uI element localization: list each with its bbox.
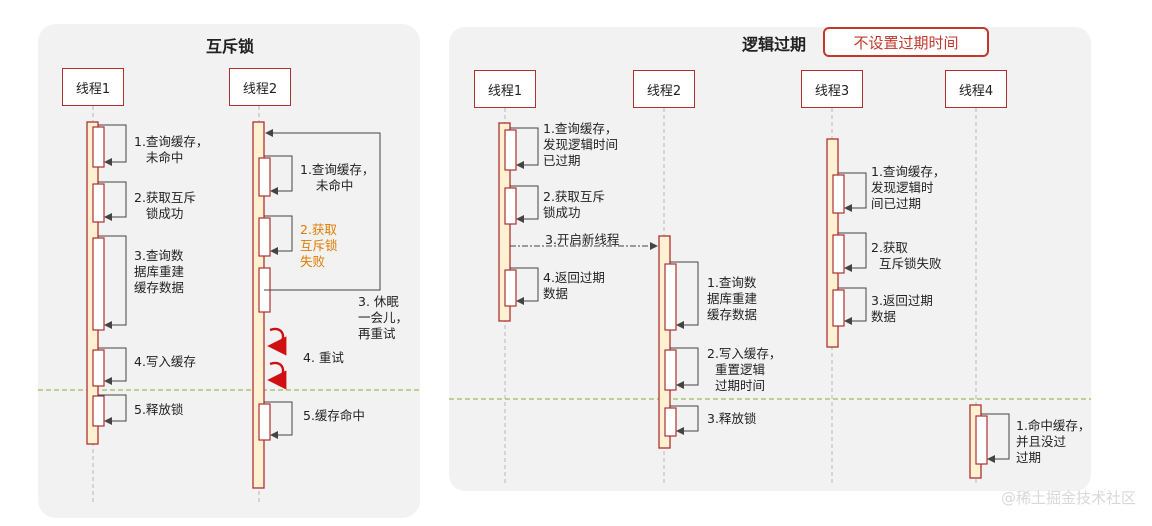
right-t2-step2: 2.写入缓存， 重置逻辑 过期时间: [707, 346, 782, 393]
thread-box-left-2: 线程2: [229, 68, 291, 106]
right-t1-step3: 3.开启新线程: [545, 232, 620, 247]
left-t1-step3: 3.查询数 据库重建 缓存数据: [134, 248, 185, 295]
left-t1-step4: 4.写入缓存: [134, 354, 196, 369]
step-boxes: [92, 126, 988, 465]
left-t2-step1: 1.查询缓存， 未命中: [300, 162, 375, 193]
mutex-title: 互斥锁: [206, 37, 255, 56]
right-t1-step2: 2.获取互斥 锁成功: [543, 189, 605, 220]
activation-bars: [86, 121, 982, 489]
self-arrows: [98, 124, 1010, 463]
left-t1-step1: 1.查询缓存， 未命中: [134, 134, 209, 165]
right-t2-step1: 1.查询数 据库重建 缓存数据: [707, 275, 758, 322]
retry-icons: [267, 327, 287, 390]
thread-box-right-4: 线程4: [945, 70, 1007, 108]
thread-box-right-2: 线程2: [633, 70, 695, 108]
left-t2-step2: 2.获取 互斥锁 失败: [300, 222, 338, 269]
right-t1-step1: 1.查询缓存， 发现逻辑时间 已过期: [543, 121, 619, 168]
thread-box-left-1: 线程1: [62, 68, 124, 106]
no-expire-badge: 不设置过期时间: [823, 27, 989, 57]
left-t2-step5: 5.缓存命中: [303, 408, 365, 423]
watermark: @稀土掘金技术社区: [1000, 489, 1136, 507]
right-t3-step1: 1.查询缓存， 发现逻辑时 间已过期: [871, 164, 946, 211]
right-t3-step3: 3.返回过期 数据: [871, 293, 933, 324]
thread-box-right-3: 线程3: [801, 70, 863, 108]
activation-right-t2: [658, 235, 671, 449]
right-t3-step2: 2.获取 互斥锁失败: [871, 240, 942, 271]
right-t2-step3: 3.释放锁: [707, 411, 757, 426]
left-t1-step5: 5.释放锁: [134, 402, 184, 417]
thread-box-right-1: 线程1: [474, 70, 536, 108]
left-t2-step4: 4. 重试: [303, 350, 344, 365]
right-t4-step1: 1.命中缓存， 并且没过 过期: [1016, 418, 1091, 465]
right-t1-step4: 4.返回过期 数据: [543, 270, 605, 301]
left-t1-step2: 2.获取互斥 锁成功: [134, 190, 196, 221]
logical-expire-title: 逻辑过期: [742, 35, 807, 54]
left-t2-step3: 3. 休眠 一会儿， 再重试: [358, 294, 409, 341]
